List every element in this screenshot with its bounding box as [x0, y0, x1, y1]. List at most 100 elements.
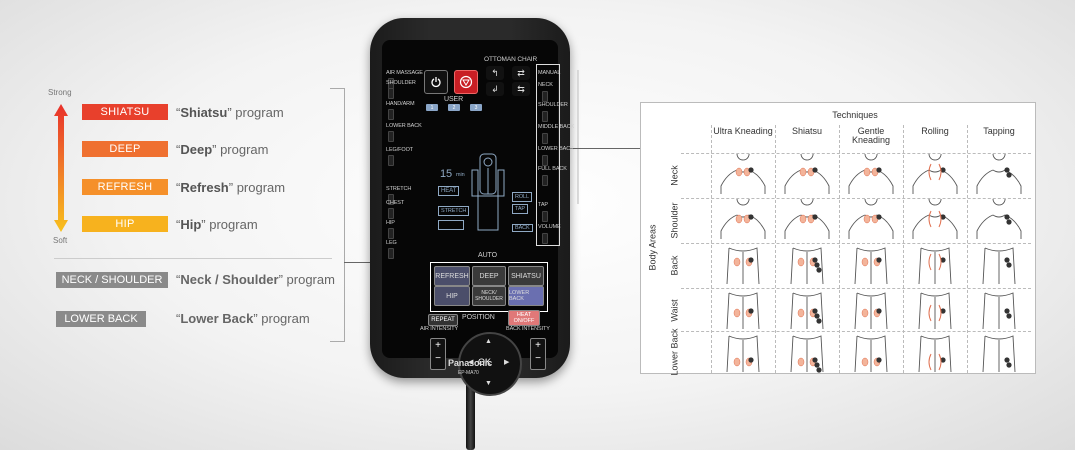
rolling-path-mark	[928, 210, 942, 228]
left-arrow-icon[interactable]: ◀	[468, 359, 474, 366]
lcd-tap: TAP	[512, 204, 528, 214]
auto-group-box	[430, 262, 548, 312]
auto-program-button[interactable]: DEEP	[472, 266, 506, 286]
auto-program-button[interactable]: NECK/ SHOULDER	[472, 286, 506, 306]
rolling-path-mark	[928, 304, 942, 322]
massage-roller-mark	[876, 308, 882, 314]
massage-point-mark	[733, 357, 741, 367]
massage-figure-icon	[854, 247, 888, 285]
lcd-roll: ROLL	[512, 192, 532, 202]
position-label: POSITION	[462, 314, 495, 321]
left-mode-button[interactable]	[388, 208, 394, 219]
right-mode-button[interactable]	[542, 155, 548, 166]
massage-roller-mark	[1006, 313, 1012, 319]
auto-program-button[interactable]: SHIATSU	[508, 266, 544, 286]
power-icon	[431, 77, 441, 88]
massage-roller-mark	[1006, 362, 1012, 368]
massage-roller-mark	[816, 267, 822, 273]
user-2-button[interactable]: 2	[448, 104, 460, 111]
ok-button[interactable]: OK	[478, 357, 492, 367]
lcd-display: 15 min HEAT STRETCH ROLL TAP BACK	[436, 150, 548, 232]
massage-roller-mark	[940, 257, 946, 263]
right-mode-button[interactable]	[542, 133, 548, 144]
program-name: Shiatsu	[180, 104, 228, 120]
left-mode-label: SHOULDER	[386, 80, 416, 86]
massage-point-mark	[735, 214, 743, 224]
chair-upright-button[interactable]: ⇆	[512, 82, 530, 96]
massage-roller-mark	[876, 357, 882, 363]
massage-point-mark	[797, 357, 805, 367]
massage-roller-mark	[940, 214, 946, 220]
program-description: “Neck / Shoulder” program	[176, 272, 335, 287]
program-badge: SHIATSU	[82, 104, 168, 120]
left-mode-label: LEG/FOOT	[386, 147, 414, 153]
air-intensity-label: AIR INTENSITY	[420, 326, 459, 332]
auto-program-button[interactable]: REFRESH	[434, 266, 470, 286]
left-mode-button[interactable]	[388, 109, 394, 120]
left-mode-button[interactable]	[388, 228, 394, 239]
air-intensity-stepper[interactable]: +−	[430, 338, 446, 370]
technique-column-header: Tapping	[983, 126, 1015, 136]
right-mode-button[interactable]	[542, 91, 548, 102]
massage-figure-icon	[982, 292, 1016, 330]
program-badge: NECK / SHOULDER	[56, 272, 168, 288]
brand-logo: Panasonic	[448, 358, 493, 368]
left-mode-button[interactable]	[388, 248, 394, 259]
back-intensity-stepper[interactable]: +−	[530, 338, 546, 370]
massage-figure-icon	[918, 247, 952, 285]
model-number: EP-MA70	[458, 370, 479, 376]
program-row: DEEP “Deep” program	[82, 141, 269, 157]
massage-roller-mark	[812, 167, 818, 173]
program-description: “Hip” program	[176, 217, 258, 232]
technique-illustration	[903, 332, 967, 376]
grid-row-line	[681, 331, 1031, 332]
power-button[interactable]	[424, 70, 448, 94]
right-mode-button[interactable]	[542, 211, 548, 222]
massage-roller-mark	[876, 257, 882, 263]
ottoman-down-button[interactable]: ↲	[486, 82, 504, 96]
stop-button[interactable]	[454, 70, 478, 94]
massage-figure-icon	[918, 292, 952, 330]
chair-recline-button[interactable]: ⇄	[512, 66, 530, 80]
up-arrow-icon[interactable]: ▲	[485, 338, 492, 345]
left-mode-button[interactable]	[388, 88, 394, 99]
program-suffix: ” program	[278, 272, 335, 287]
massage-roller-mark	[748, 257, 754, 263]
massage-roller-mark	[1006, 219, 1012, 225]
massage-point-mark	[863, 167, 871, 177]
lcd-heat: HEAT	[438, 186, 460, 196]
right-arrow-icon[interactable]: ▶	[504, 359, 510, 366]
massage-roller-mark	[748, 308, 754, 314]
massage-figure-icon	[912, 199, 958, 239]
massage-point-mark	[733, 257, 741, 267]
massage-figure-icon	[848, 154, 894, 194]
user-1-button[interactable]: 1	[426, 104, 438, 111]
user-3-button[interactable]: 3	[470, 104, 482, 111]
technique-illustration	[903, 289, 967, 333]
program-description: “Refresh” program	[176, 180, 285, 195]
repeat-button[interactable]: REPEAT	[428, 314, 458, 326]
program-suffix: ” program	[228, 179, 286, 195]
left-mode-button[interactable]	[388, 131, 394, 142]
massage-point-mark	[797, 308, 805, 318]
left-mode-button[interactable]	[388, 194, 394, 205]
direction-pad[interactable]: ▲ ▼ ◀ ▶ OK	[458, 332, 522, 396]
left-mode-button[interactable]	[388, 155, 394, 166]
right-mode-button[interactable]	[542, 175, 548, 186]
program-row: LOWER BACK “Lower Back” program	[56, 311, 310, 327]
grid-column-line	[839, 125, 840, 373]
auto-program-button[interactable]: LOWER BACK	[508, 286, 544, 306]
auto-program-button[interactable]: HIP	[434, 286, 470, 306]
massage-roller-mark	[1004, 357, 1010, 363]
down-arrow-icon[interactable]: ▼	[485, 380, 492, 387]
heat-onoff-button[interactable]: HEAT ON/OFF	[508, 310, 540, 326]
user-label: USER	[444, 96, 464, 103]
massage-point-mark	[799, 214, 807, 224]
technique-illustration	[839, 289, 903, 333]
right-mode-button[interactable]	[542, 233, 548, 244]
right-mode-button[interactable]	[542, 111, 548, 122]
lcd-back: BACK	[512, 224, 533, 232]
technique-column-header: Rolling	[921, 126, 949, 136]
quote-open: “	[176, 272, 181, 287]
ottoman-up-button[interactable]: ↰	[486, 66, 504, 80]
